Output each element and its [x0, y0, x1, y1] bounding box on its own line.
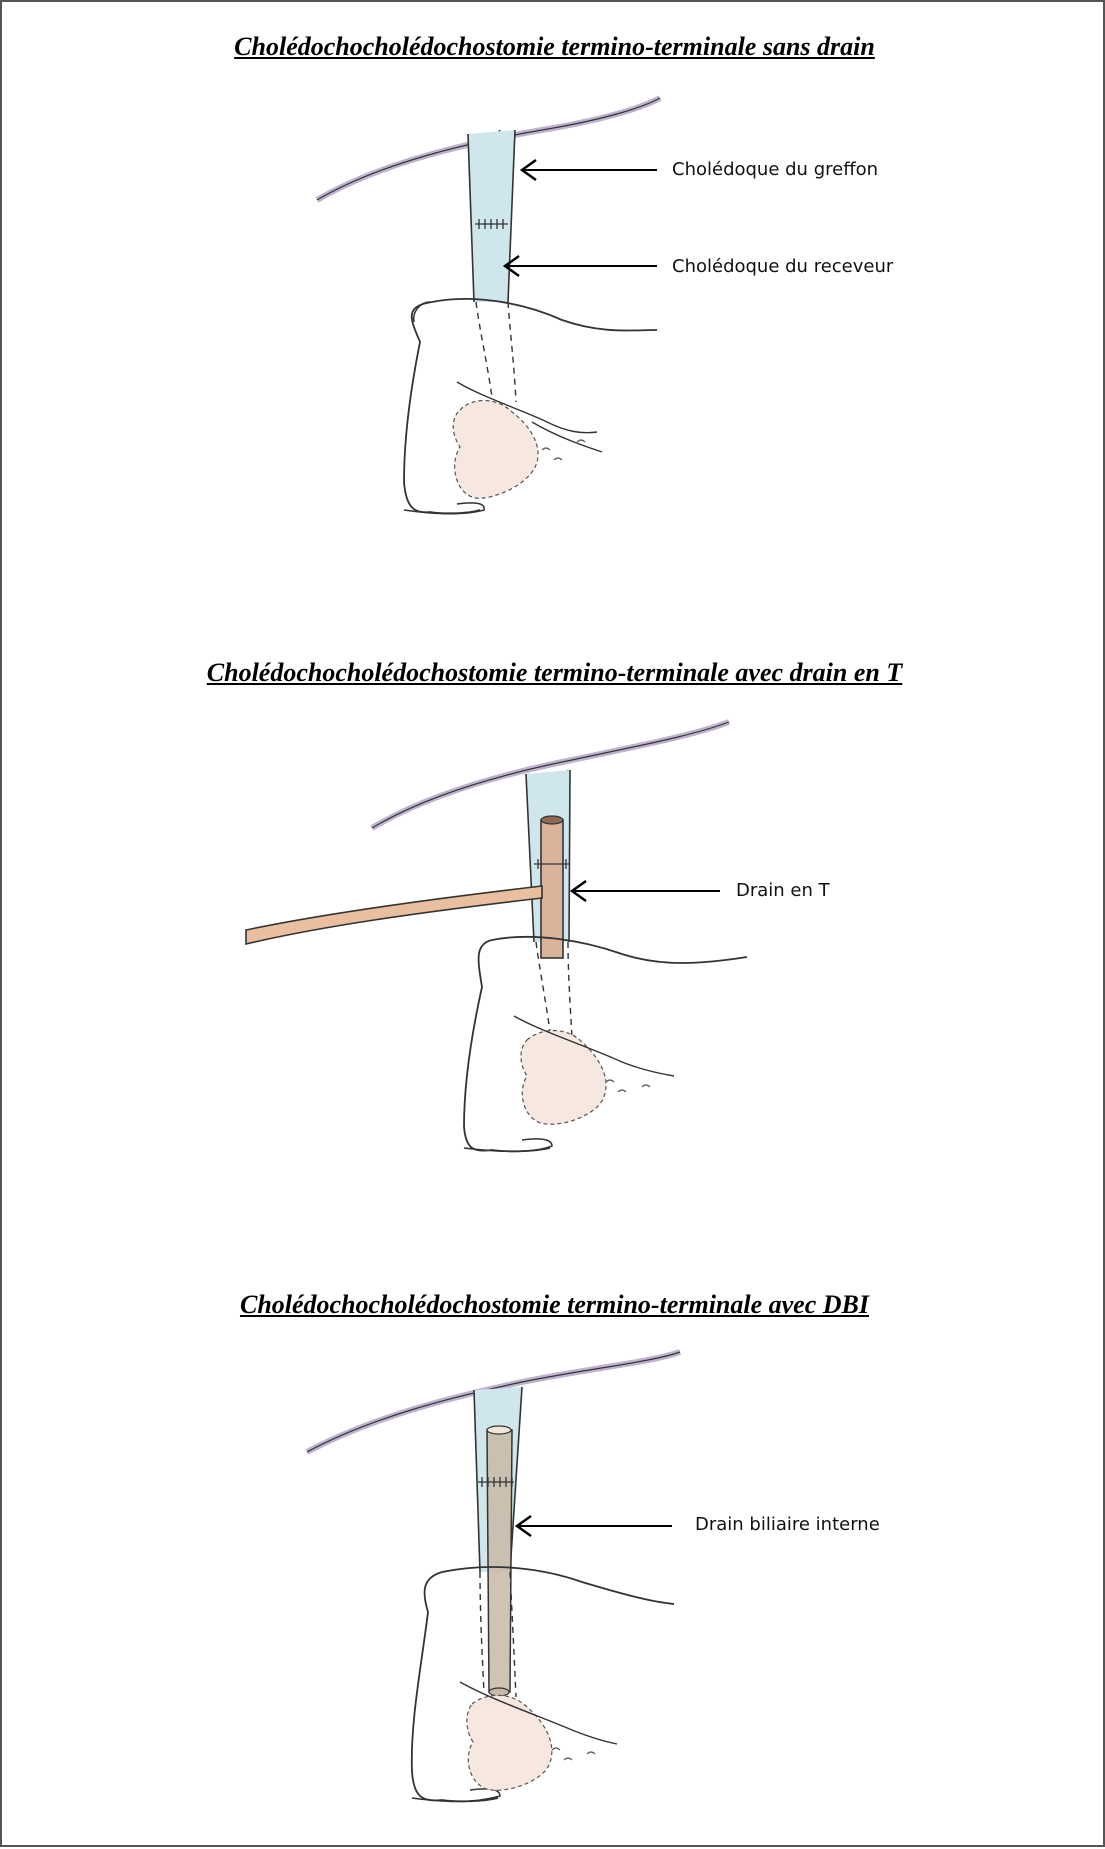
pancreas-head [467, 1695, 552, 1790]
label-internal-biliary-drain: Drain biliaire interne [695, 1514, 880, 1535]
duodenum-outline [442, 1567, 674, 1604]
internal-biliary-drain [487, 1430, 512, 1692]
